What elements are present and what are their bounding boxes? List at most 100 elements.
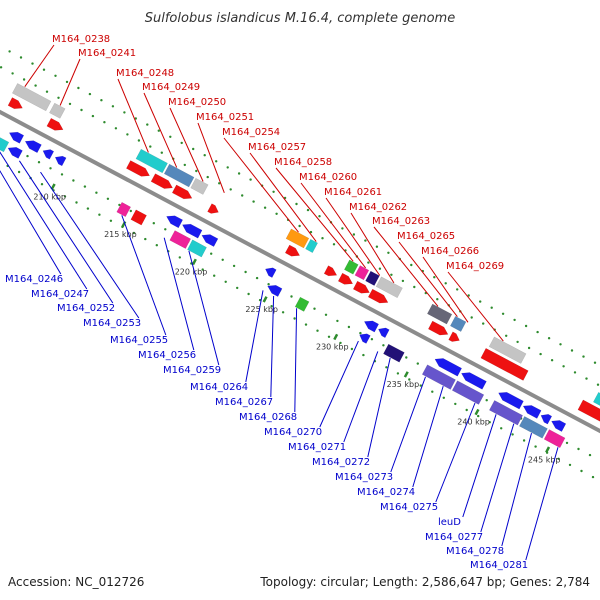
forward-gene-label[interactable]: M164_0261 <box>324 187 382 198</box>
gene-feature[interactable] <box>135 148 168 174</box>
gene-feature[interactable] <box>166 215 184 229</box>
forward-gene-label[interactable]: M164_0251 <box>196 112 254 123</box>
reverse-gene-label[interactable]: M164_0273 <box>335 472 393 483</box>
gene-feature[interactable] <box>150 173 174 189</box>
reverse-gene-label[interactable]: M164_0268 <box>239 412 297 423</box>
reverse-gene-label[interactable]: M164_0281 <box>470 560 528 571</box>
reverse-gene-label[interactable]: M164_0275 <box>380 502 438 513</box>
gene-feature[interactable] <box>449 315 467 332</box>
gene-feature[interactable] <box>130 209 147 226</box>
reverse-gene-label[interactable]: leuD <box>438 517 461 528</box>
gene-feature[interactable] <box>190 177 209 195</box>
gene-feature[interactable] <box>365 270 380 286</box>
gene-feature[interactable] <box>448 331 460 342</box>
gene-feature[interactable] <box>294 296 310 312</box>
gene-feature[interactable] <box>498 391 524 410</box>
gene-feature[interactable] <box>24 140 42 154</box>
gene-feature[interactable] <box>285 228 310 249</box>
gene-feature[interactable] <box>0 129 10 153</box>
gene-feature[interactable] <box>378 327 390 339</box>
forward-gene-label[interactable]: M164_0241 <box>78 48 136 59</box>
gene-feature[interactable] <box>518 416 548 439</box>
gene-feature[interactable] <box>551 420 567 432</box>
gene-feature[interactable] <box>451 380 485 405</box>
reverse-gene-label[interactable]: M164_0255 <box>110 335 168 346</box>
reverse-gene-label[interactable]: M164_0278 <box>446 546 504 557</box>
forward-gene-label[interactable]: M164_0263 <box>372 216 430 227</box>
forward-gene-label[interactable]: M164_0257 <box>248 142 306 153</box>
reverse-gene-label[interactable]: M164_0270 <box>264 427 322 438</box>
forward-gene-label[interactable]: M164_0265 <box>397 231 455 242</box>
gene-feature[interactable] <box>7 97 23 110</box>
gene-feature[interactable] <box>540 414 553 425</box>
reverse-gene-label[interactable]: M164_0264 <box>190 382 248 393</box>
gene-feature[interactable] <box>434 358 463 377</box>
gene-feature[interactable] <box>267 285 283 297</box>
forward-gene-label[interactable]: M164_0266 <box>421 246 479 257</box>
reverse-gene-label[interactable]: M164_0247 <box>31 289 89 300</box>
gene-feature[interactable] <box>171 184 193 200</box>
gene-feature[interactable] <box>460 372 487 390</box>
gene-feature[interactable] <box>116 201 132 218</box>
reverse-gene-label[interactable]: M164_0271 <box>288 442 346 453</box>
gene-feature[interactable] <box>163 163 195 188</box>
reverse-gene-label[interactable]: M164_0246 <box>5 274 63 285</box>
gene-feature[interactable] <box>363 320 380 333</box>
gene-feature[interactable] <box>49 102 66 119</box>
gene-feature[interactable] <box>201 234 219 247</box>
gene-feature[interactable] <box>265 267 277 278</box>
gene-feature[interactable] <box>480 347 529 381</box>
gene-feature[interactable] <box>352 280 370 294</box>
gene-feature[interactable] <box>383 343 405 363</box>
gene-feature[interactable] <box>427 320 449 336</box>
gene-feature[interactable] <box>367 288 389 304</box>
gene-feature[interactable] <box>8 131 25 144</box>
gene-feature[interactable] <box>421 364 456 390</box>
gene-feature[interactable] <box>181 223 203 239</box>
gene-feature[interactable] <box>323 265 338 277</box>
forward-gene-label[interactable]: M164_0258 <box>274 157 332 168</box>
gene-feature[interactable] <box>592 391 600 416</box>
reverse-gene-label[interactable]: M164_0272 <box>312 457 370 468</box>
gene-feature[interactable] <box>488 400 524 426</box>
gene-feature[interactable] <box>354 265 370 281</box>
gene-feature[interactable] <box>522 405 542 419</box>
forward-gene-label[interactable]: M164_0238 <box>52 34 110 45</box>
gene-feature[interactable] <box>42 149 55 160</box>
gene-feature[interactable] <box>207 203 219 214</box>
gene-feature[interactable] <box>7 147 23 159</box>
gene-feature[interactable] <box>54 155 67 167</box>
reverse-gene-label[interactable]: M164_0274 <box>357 487 415 498</box>
gene-feature[interactable] <box>337 272 354 285</box>
gene-feature[interactable] <box>305 238 319 254</box>
track-dot <box>408 378 411 381</box>
track-dot <box>547 337 551 340</box>
reverse-gene-label[interactable]: M164_0259 <box>163 365 221 376</box>
reverse-gene-label[interactable]: M164_0267 <box>215 397 273 408</box>
gene-feature[interactable] <box>359 333 371 344</box>
gene-feature[interactable] <box>488 336 527 364</box>
forward-gene-label[interactable]: M164_0262 <box>349 202 407 213</box>
gene-feature[interactable] <box>125 160 151 177</box>
forward-gene-label[interactable]: M164_0250 <box>168 97 226 108</box>
reverse-gene-label[interactable]: M164_0277 <box>425 532 483 543</box>
forward-gene-label[interactable]: M164_0260 <box>299 172 357 183</box>
gene-feature[interactable] <box>284 244 301 257</box>
gene-feature[interactable] <box>169 230 192 249</box>
forward-gene-label[interactable]: M164_0269 <box>446 261 504 272</box>
reverse-gene-label[interactable]: M164_0252 <box>57 303 115 314</box>
gene-feature[interactable] <box>11 83 52 112</box>
track-dot <box>559 343 562 346</box>
gene-feature[interactable] <box>187 239 207 258</box>
reverse-gene-label[interactable]: M164_0256 <box>138 350 196 361</box>
forward-gene-label[interactable]: M164_0248 <box>116 68 174 79</box>
gene-feature[interactable] <box>46 117 64 131</box>
forward-gene-label[interactable]: M164_0254 <box>222 127 280 138</box>
gene-feature[interactable] <box>375 276 403 299</box>
gene-feature[interactable] <box>543 429 566 449</box>
reverse-gene-label[interactable]: M164_0253 <box>83 318 141 329</box>
gene-feature[interactable] <box>577 399 600 428</box>
gene-feature[interactable] <box>426 303 453 325</box>
forward-gene-label[interactable]: M164_0249 <box>142 82 200 93</box>
gene-feature[interactable] <box>343 259 359 275</box>
